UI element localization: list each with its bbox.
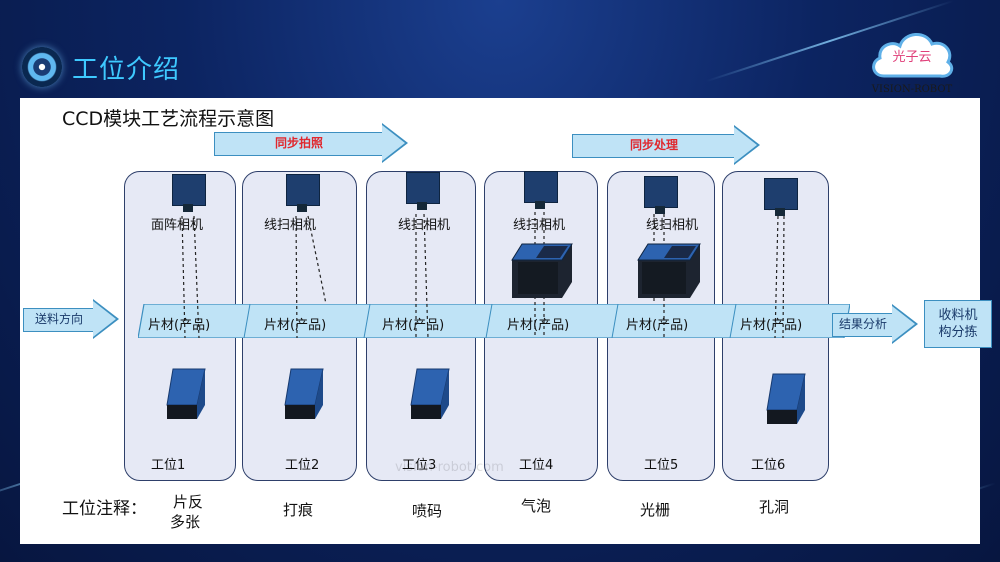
camera-mount: [535, 201, 545, 209]
station-note: 打痕: [283, 501, 314, 519]
station-label: 工位1: [151, 458, 186, 473]
watermark: vision-robot.com: [395, 460, 504, 475]
camera-icon: [524, 171, 558, 203]
station-note-line: 片反: [173, 493, 204, 511]
camera-icon: [406, 172, 440, 204]
camera-label: 线扫相机: [398, 218, 451, 233]
product-block-icon: [284, 368, 324, 419]
camera-icon: [644, 176, 678, 208]
diagram-panel: CCD模块工艺流程示意图 同步拍照 同步处理 送料方向: [20, 98, 992, 544]
feed-direction-arrow: 送料方向: [23, 299, 119, 339]
camera-mount: [655, 206, 665, 214]
product-block-icon: [166, 368, 206, 419]
station-note: 片反 多张: [170, 492, 203, 532]
station-label: 工位2: [285, 458, 320, 473]
camera-label: 面阵相机: [151, 218, 204, 233]
product-label: 片材(产品): [626, 318, 689, 333]
cloud-icon: [872, 33, 954, 78]
camera-icon: [764, 178, 798, 210]
product-label: 片材(产品): [382, 318, 445, 333]
station-label: 工位5: [644, 458, 679, 473]
notes-heading: 工位注释：: [62, 499, 147, 519]
product-block-icon: [410, 368, 450, 419]
station-label: 工位6: [751, 458, 786, 473]
sorter-label-line2: 构分拣: [938, 325, 978, 340]
result-analysis-label: 结果分析: [838, 317, 887, 331]
camera-mount: [775, 208, 785, 216]
sync-process-label: 同步处理: [629, 138, 678, 152]
product-block-icon: [766, 373, 806, 424]
enclosure-icon: [637, 243, 701, 298]
feed-direction-label: 送料方向: [34, 312, 83, 326]
brand-logo: 光子云 VISION-ROBOT: [862, 20, 962, 100]
product-label: 片材(产品): [148, 318, 211, 333]
sorter-box: 收料机 构分拣: [924, 300, 992, 348]
station-note: 气泡: [521, 497, 552, 515]
product-label: 片材(产品): [264, 318, 327, 333]
station-note-line: 多张: [170, 513, 201, 531]
sorter-label-line1: 收料机: [938, 308, 978, 323]
product-label: 片材(产品): [507, 318, 570, 333]
camera-label: 线扫相机: [513, 218, 566, 233]
station-note: 光栅: [640, 501, 671, 519]
page-header: 工位介绍: [22, 44, 180, 90]
sync-capture-arrow: 同步拍照: [214, 123, 408, 163]
product-label: 片材(产品): [740, 318, 803, 333]
camera-mount: [417, 202, 427, 210]
enclosure-icon: [511, 243, 573, 298]
station-note: 喷码: [412, 502, 443, 520]
station-label: 工位3: [402, 458, 437, 473]
station-note: 孔洞: [759, 498, 790, 516]
camera-mount: [297, 204, 307, 212]
camera-mount: [183, 204, 193, 212]
result-analysis-arrow: 结果分析: [832, 304, 920, 344]
diagram-title: CCD模块工艺流程示意图: [62, 108, 275, 130]
globe-icon: [22, 47, 62, 87]
logo-subtitle: VISION-ROBOT: [871, 84, 953, 95]
sync-capture-label: 同步拍照: [274, 136, 323, 150]
station-label: 工位4: [519, 458, 554, 473]
sync-process-arrow: 同步处理: [572, 125, 762, 165]
logo-text: 光子云: [892, 50, 932, 65]
camera-icon: [286, 174, 320, 206]
page-title: 工位介绍: [72, 54, 181, 85]
conveyor-belt: [138, 304, 850, 338]
camera-icon: [172, 174, 206, 206]
camera-label: 线扫相机: [264, 218, 317, 233]
camera-label: 线扫相机: [646, 218, 699, 233]
